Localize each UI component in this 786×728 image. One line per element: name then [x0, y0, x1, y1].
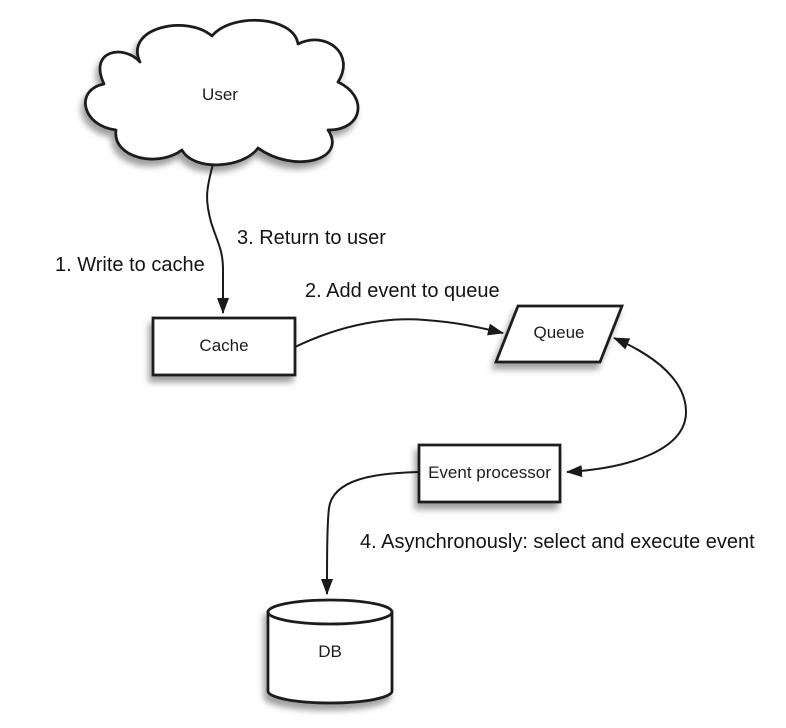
node-label-user: User [202, 85, 238, 104]
node-label-queue: Queue [533, 323, 585, 342]
edge-label-step-1: 1. Write to cache [55, 254, 205, 276]
cache-box-shape [151, 316, 297, 377]
event-processor-box-shape [417, 443, 562, 504]
queue-parallelogram-shape [493, 304, 625, 364]
user-cloud-shape [84, 18, 360, 167]
edge-user-cache-arrow [206, 163, 229, 314]
edge-eventprocessor-db-arrow [321, 471, 420, 595]
edge-label-step-3: 3. Return to user [237, 227, 386, 249]
node-label-cache: Cache [199, 336, 249, 355]
node-label-event-processor: Event processor [428, 463, 551, 482]
edge-label-step-4: 4. Asynchronously: select and execute ev… [360, 531, 755, 553]
edge-queue-eventprocessor-arrow [566, 337, 688, 478]
edge-label-step-2: 2. Add event to queue [305, 280, 500, 302]
edge-cache-queue-arrow [294, 318, 504, 348]
db-cylinder-shape [266, 598, 394, 705]
node-label-db: DB [318, 642, 342, 661]
